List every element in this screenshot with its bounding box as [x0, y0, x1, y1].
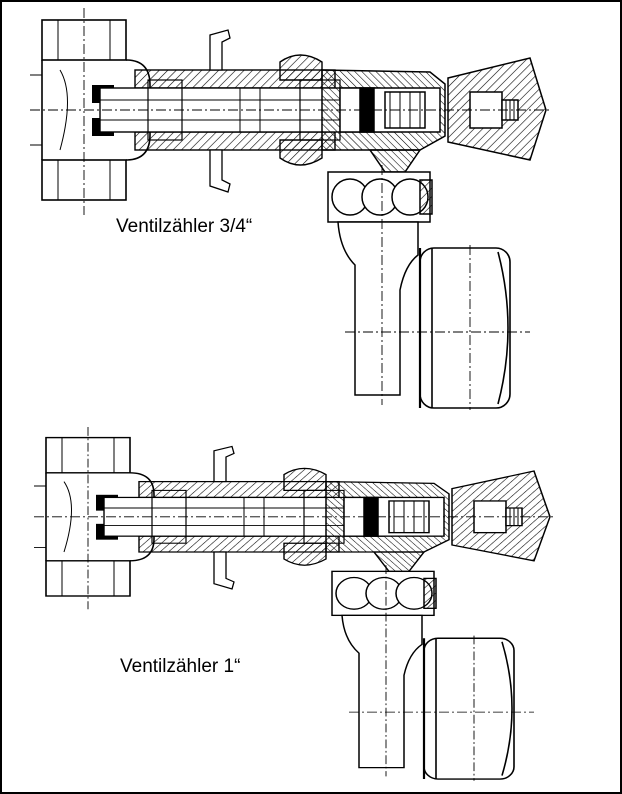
figure-caption-bottom: Ventilzähler 1“: [120, 656, 241, 677]
figure-caption-top: Ventilzähler 3/4“: [116, 216, 253, 237]
